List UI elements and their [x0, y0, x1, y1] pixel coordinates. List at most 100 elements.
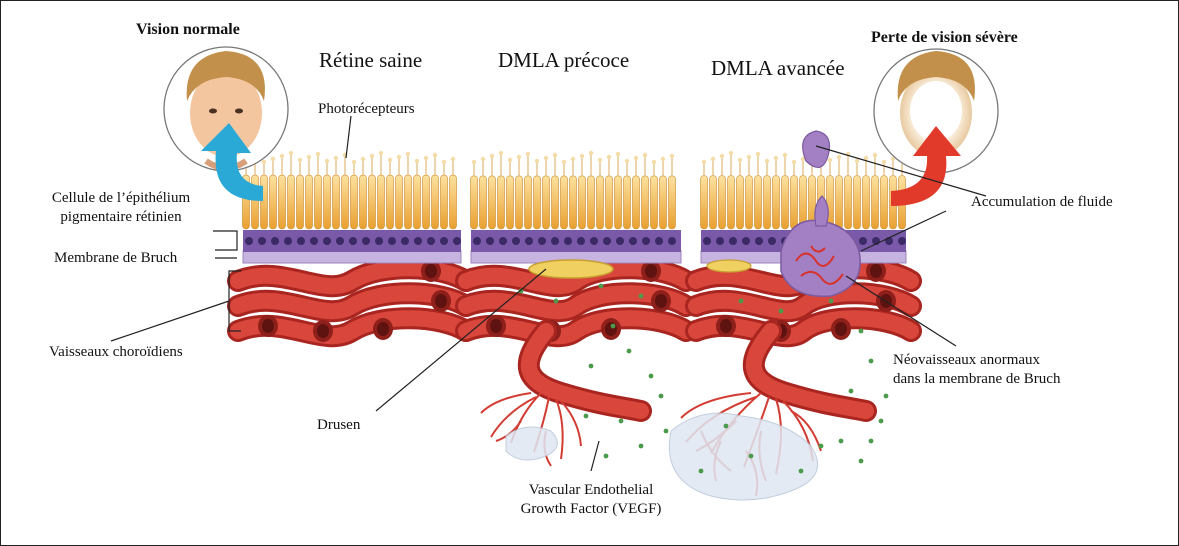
rpe-nucleus	[859, 237, 867, 245]
photoreceptor-tip	[670, 154, 674, 158]
photoreceptor	[270, 175, 277, 229]
rpe-nucleus	[755, 237, 763, 245]
photoreceptor	[710, 176, 717, 230]
label-drusen: Drusen	[317, 416, 360, 435]
rpe-nucleus	[297, 237, 305, 245]
vegf-dot	[639, 294, 644, 299]
photoreceptor	[261, 175, 268, 229]
label-neo-line2: dans la membrane de Bruch	[893, 370, 1060, 389]
rpe-nucleus	[898, 237, 906, 245]
photoreceptor	[561, 176, 568, 229]
photoreceptor	[324, 175, 331, 229]
photoreceptor	[728, 176, 735, 230]
rpe-nucleus	[538, 237, 546, 245]
label-rpe-line2: pigmentaire rétinien	[31, 208, 211, 227]
photoreceptor	[773, 176, 780, 230]
photoreceptor-tip	[334, 156, 338, 160]
photoreceptor-tip	[472, 160, 476, 164]
photoreceptor-tip	[442, 160, 446, 164]
photoreceptor-tip	[756, 152, 760, 156]
label-photoreceptors: Photorécepteurs	[318, 100, 415, 119]
vegf-dot	[829, 299, 834, 304]
photoreceptor-tip	[526, 152, 530, 156]
photoreceptor-tip	[388, 158, 392, 162]
photoreceptor-tip	[415, 159, 419, 163]
photoreceptor-tip	[580, 154, 584, 158]
photoreceptor-tip	[397, 155, 401, 159]
label-vegf-line1: Vascular Endothelial	[471, 481, 711, 500]
photoreceptor-tip	[589, 151, 593, 155]
rpe-nucleus	[401, 237, 409, 245]
photoreceptor	[525, 176, 532, 229]
label-rpe-line1: Cellule de l’épithélium	[31, 189, 211, 208]
vegf-dot	[627, 349, 632, 354]
vessel-lumen	[645, 264, 657, 278]
photoreceptor	[660, 176, 667, 229]
vegf-dot	[859, 329, 864, 334]
photoreceptor-tip	[307, 155, 311, 159]
photoreceptor-tip	[361, 157, 365, 161]
photoreceptor	[405, 175, 412, 229]
drusen-deposit-early	[529, 260, 613, 278]
retina-block-early	[466, 151, 686, 342]
photoreceptor-tip	[792, 160, 796, 164]
vegf-dot	[799, 469, 804, 474]
photoreceptor-tip	[774, 156, 778, 160]
rpe-nucleus	[668, 237, 676, 245]
photoreceptor-tip	[406, 152, 410, 156]
photoreceptor	[297, 175, 304, 229]
photoreceptor-tip	[508, 158, 512, 162]
photoreceptor	[624, 176, 631, 229]
vegf-dot	[604, 454, 609, 459]
rpe-nucleus	[716, 237, 724, 245]
photoreceptor-tip	[864, 156, 868, 160]
photoreceptor-tip	[562, 160, 566, 164]
photoreceptor-tip	[571, 157, 575, 161]
rpe-nucleus	[577, 237, 585, 245]
photoreceptor	[669, 176, 676, 229]
photoreceptor	[737, 176, 744, 230]
photoreceptor	[342, 175, 349, 229]
photoreceptor-tip	[289, 151, 293, 155]
photoreceptor	[378, 175, 385, 229]
rpe-nucleus	[245, 237, 253, 245]
label-bruch: Membrane de Bruch	[54, 249, 177, 268]
photoreceptor	[369, 175, 376, 229]
face-severe-caption: Perte de vision sévère	[871, 29, 1018, 47]
photoreceptor	[351, 175, 358, 229]
vessel-lumen	[835, 322, 847, 336]
drusen-deposit-advanced	[707, 260, 751, 272]
photoreceptor	[633, 176, 640, 229]
rpe-nucleus	[703, 237, 711, 245]
vegf-dot	[589, 364, 594, 369]
photoreceptor-tip	[352, 160, 356, 164]
rpe-nucleus	[375, 237, 383, 245]
photoreceptor-tip	[702, 160, 706, 164]
photoreceptor-tip	[855, 159, 859, 163]
photoreceptor	[881, 176, 888, 230]
vegf-dot	[859, 459, 864, 464]
photoreceptor-tip	[280, 154, 284, 158]
bruch-membrane	[243, 251, 461, 263]
photoreceptor-tip	[652, 160, 656, 164]
photoreceptor	[791, 176, 798, 230]
photoreceptor	[642, 176, 649, 229]
photoreceptor-tip	[873, 153, 877, 157]
photoreceptor-tip	[553, 153, 557, 157]
rpe-nucleus	[655, 237, 663, 245]
rpe-nucleus	[603, 237, 611, 245]
photoreceptor	[588, 176, 595, 229]
photoreceptor	[360, 175, 367, 229]
photoreceptor-tip	[607, 155, 611, 159]
label-neo-line1: Néovaisseaux anormaux	[893, 351, 1060, 370]
photoreceptor	[396, 175, 403, 229]
photoreceptor-tip	[598, 158, 602, 162]
photoreceptor-tip	[262, 160, 266, 164]
vessel-lumen	[605, 322, 617, 336]
photoreceptor-tip	[661, 157, 665, 161]
photoreceptor	[552, 176, 559, 229]
vessel-lumen	[720, 319, 732, 333]
vegf-dot	[779, 309, 784, 314]
rpe-nucleus	[564, 237, 572, 245]
